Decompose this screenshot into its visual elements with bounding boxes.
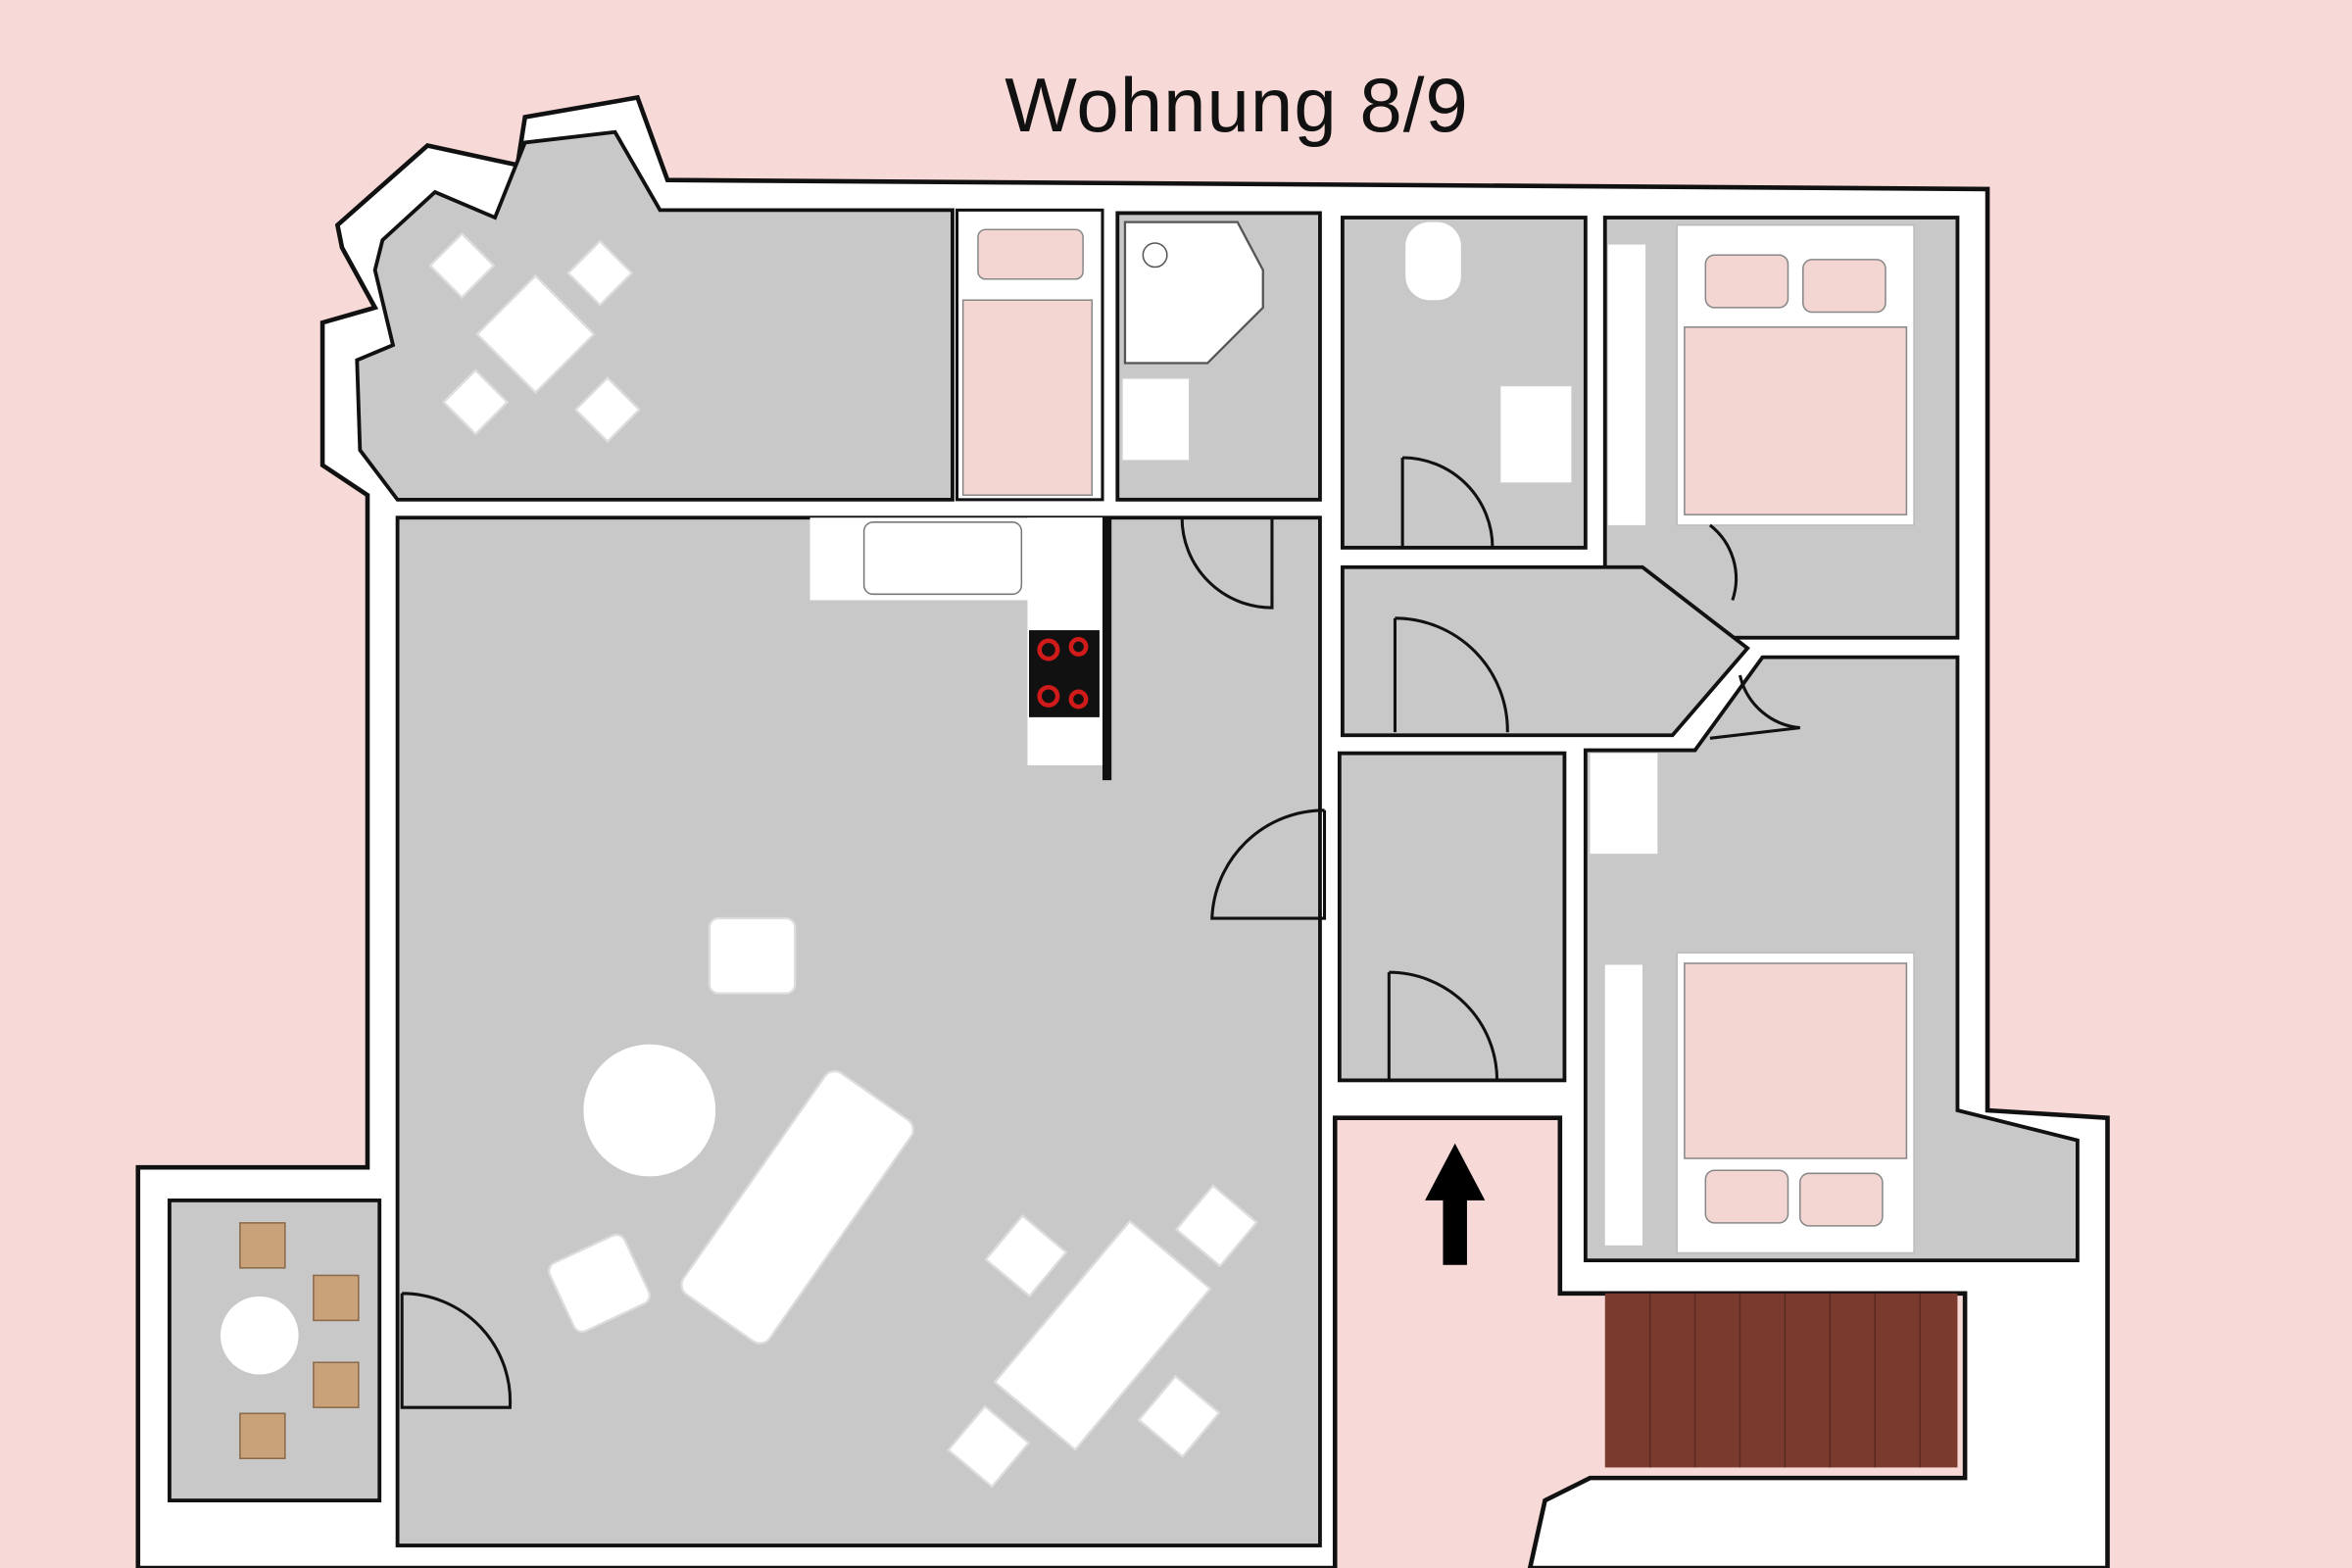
wardrobe: [1590, 753, 1658, 855]
living-kitchen: [395, 515, 1322, 1547]
balcony-table: [220, 1296, 299, 1375]
entrance-arrow-icon: [1425, 1143, 1486, 1265]
armchair: [708, 916, 797, 995]
bay-table: [428, 231, 641, 444]
sink-icon: [862, 521, 1023, 596]
corridor: [1337, 751, 1567, 1083]
armchair: [548, 1233, 651, 1334]
sink-icon: [1121, 377, 1191, 462]
sink-icon: [1498, 384, 1573, 484]
wc: [1340, 216, 1588, 550]
toilet-icon: [1405, 221, 1461, 301]
deck: [1604, 1293, 1958, 1468]
shower-icon: [1123, 220, 1264, 365]
round-table: [583, 1044, 716, 1177]
wardrobe: [1607, 244, 1646, 525]
bed-icon: [961, 228, 1094, 497]
bed-icon: [1676, 223, 1915, 526]
doors: [400, 456, 1800, 1409]
wardrobe: [1604, 964, 1643, 1246]
dining-table: [947, 1184, 1258, 1489]
bay-room: [355, 129, 955, 502]
hallway: [1340, 564, 1750, 738]
sofa-icon: [680, 1069, 914, 1345]
bed-icon: [1676, 952, 1915, 1254]
plan-title: Wohnung 8/9: [1004, 62, 1469, 148]
